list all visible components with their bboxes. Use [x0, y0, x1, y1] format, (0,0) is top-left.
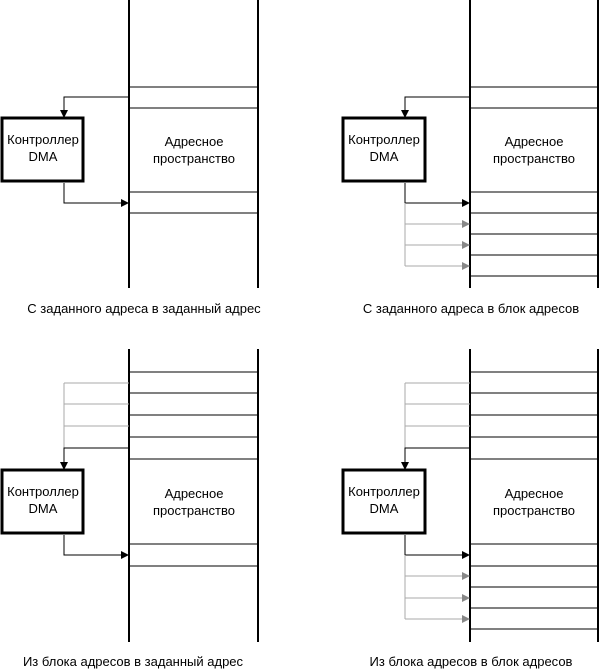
- space-label: Адресное: [505, 134, 564, 149]
- space-label: пространство: [493, 503, 575, 518]
- dma-controller-label: DMA: [29, 501, 58, 516]
- write-arrow: [63, 183, 129, 207]
- panel-block-to-block: Адресное пространство Контроллер DMA Из …: [341, 349, 599, 669]
- write-arrow: [404, 183, 470, 207]
- space-label: пространство: [493, 151, 575, 166]
- panel-block-to-addr: Адресное пространство Контроллер DMA Из …: [0, 349, 259, 669]
- caption-addr-to-addr: С заданного адреса в заданный адрес: [27, 301, 261, 316]
- panel-addr-to-block: Адресное пространство Контроллер DMA С з…: [341, 0, 599, 316]
- dma-controller-label: DMA: [370, 149, 399, 164]
- dma-controller-box: [341, 468, 427, 535]
- dma-controller-box: [0, 468, 85, 535]
- caption-block-to-block: Из блока адресов в блок адресов: [370, 654, 573, 669]
- read-arrow: [401, 96, 470, 118]
- dma-controller-box: [341, 116, 427, 183]
- dma-controller-label: DMA: [29, 149, 58, 164]
- read-arrow: [60, 447, 129, 470]
- dma-controller-label: Контроллер: [348, 132, 420, 147]
- space-label: пространство: [153, 151, 235, 166]
- dma-controller-label: DMA: [370, 501, 399, 516]
- panel-addr-to-addr: Адресное пространство Контроллер DMA С з…: [0, 0, 261, 316]
- dma-controller-label: Контроллер: [7, 132, 79, 147]
- space-label: Адресное: [165, 134, 224, 149]
- dma-controller-box: [0, 116, 85, 183]
- space-label: пространство: [153, 503, 235, 518]
- caption-block-to-addr: Из блока адресов в заданный адрес: [23, 654, 244, 669]
- dma-controller-label: Контроллер: [348, 484, 420, 499]
- space-label: Адресное: [165, 486, 224, 501]
- write-arrow: [63, 535, 129, 559]
- space-label: Адресное: [505, 486, 564, 501]
- caption-addr-to-block: С заданного адреса в блок адресов: [363, 301, 579, 316]
- write-arrow: [404, 535, 470, 559]
- read-arrow: [401, 447, 470, 470]
- dma-controller-label: Контроллер: [7, 484, 79, 499]
- read-arrow: [60, 96, 129, 118]
